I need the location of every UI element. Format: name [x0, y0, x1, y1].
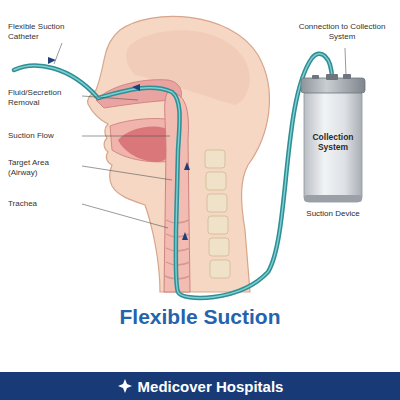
hospital-logo	[117, 378, 133, 394]
collection-device: Collection SystemSuction Device	[302, 76, 364, 226]
diagram-title: Flexible Suction	[0, 305, 400, 329]
part-label: Fluid/Secretion Removal	[8, 88, 80, 107]
device-caption: Suction Device	[288, 209, 378, 218]
spine	[205, 150, 230, 278]
part-label: Trachea	[8, 199, 80, 209]
suction-catheter	[14, 54, 332, 298]
part-label: Suction Flow	[8, 131, 80, 141]
device-name: Collection System	[306, 133, 360, 153]
part-label: Connection to Collection System	[290, 22, 394, 41]
part-label: Target Area (Airway)	[8, 158, 80, 177]
brand-name: Medicover Hospitals	[138, 378, 284, 395]
flow-arrows	[48, 57, 190, 240]
footer-band: Medicover Hospitals	[0, 372, 400, 400]
leader-lines	[54, 43, 346, 228]
collection-canister	[301, 74, 365, 202]
part-label: Flexible Suction Catheter	[8, 22, 80, 41]
logo-mark	[117, 378, 133, 394]
catheter-highlight	[14, 54, 332, 298]
